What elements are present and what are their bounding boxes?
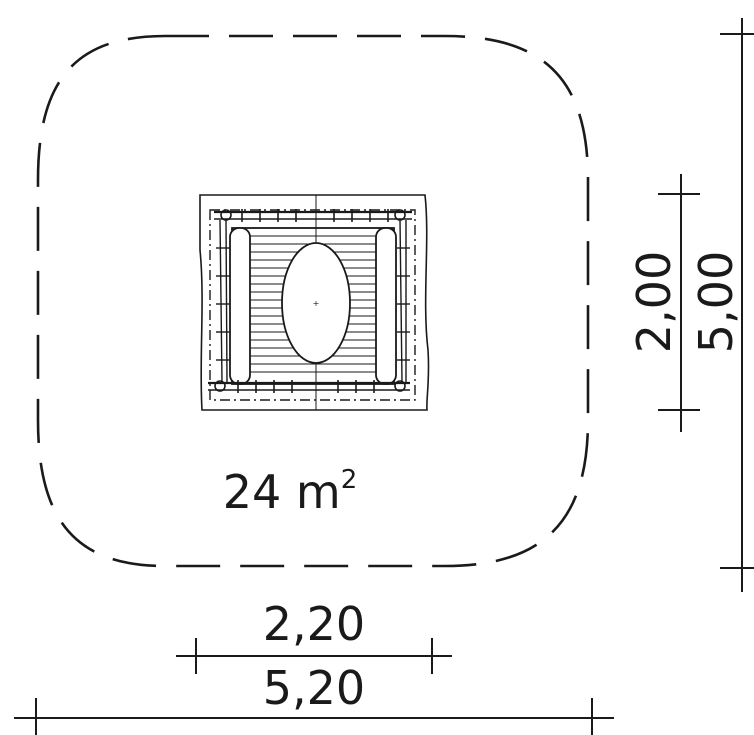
outer-depth-label: 5,00: [689, 251, 743, 353]
center-mark: +: [313, 299, 320, 308]
top-chain: [214, 209, 412, 222]
left-chain: [216, 219, 230, 383]
area-label: 24 m2: [223, 465, 358, 519]
oval-seat: [281, 242, 351, 364]
equipment-plan: +: [199, 194, 430, 411]
right-chain: [397, 219, 410, 383]
equipment-frame: [209, 209, 416, 401]
area-unit-superscript: 2: [341, 465, 358, 495]
inner-width-label: 2,20: [263, 597, 365, 651]
equipment-base-outline: [199, 194, 430, 411]
area-value: 24 m: [223, 465, 341, 519]
inner-depth-label: 2,00: [627, 251, 681, 353]
safety-zone-outline: [36, 34, 590, 568]
side-board-right: [375, 227, 397, 385]
bottom-chain: [208, 380, 410, 393]
inner-width-dimension: [176, 638, 452, 674]
inner-depth-dimension: [658, 174, 700, 432]
outer-width-label: 5,20: [263, 661, 365, 715]
outer-depth-dimension: [720, 18, 754, 592]
side-board-left: [229, 227, 251, 385]
outer-width-dimension: [14, 698, 614, 735]
